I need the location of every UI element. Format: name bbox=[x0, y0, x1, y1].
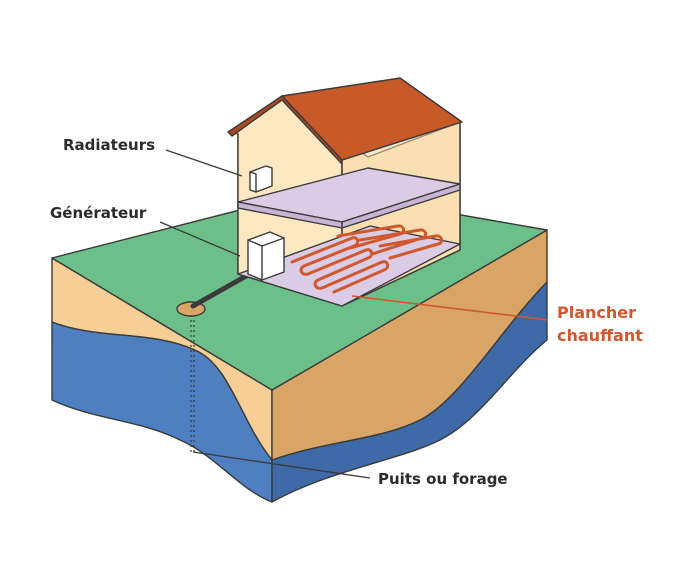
soil-layer-side bbox=[271, 229, 548, 461]
plancher-label-line2: chauffant bbox=[557, 326, 643, 345]
upper-floor-edge-right bbox=[341, 183, 461, 229]
heating-coil bbox=[290, 224, 444, 294]
puits-label: Puits ou forage bbox=[378, 470, 508, 488]
plancher-label-line1: Plancher bbox=[557, 303, 636, 322]
soil-layer-front bbox=[51, 257, 273, 461]
leader-lines bbox=[159, 149, 549, 479]
generateur-label: Générateur bbox=[50, 204, 147, 222]
generateur-leader bbox=[159, 221, 241, 257]
roof-eave bbox=[227, 95, 343, 165]
house bbox=[227, 77, 463, 307]
plancher-leader bbox=[351, 295, 549, 321]
generator bbox=[247, 231, 285, 281]
radiateurs-label: Radiateurs bbox=[63, 136, 155, 154]
puits-leader bbox=[192, 451, 371, 479]
radiateurs-leader bbox=[165, 149, 243, 177]
radiator bbox=[249, 165, 273, 193]
